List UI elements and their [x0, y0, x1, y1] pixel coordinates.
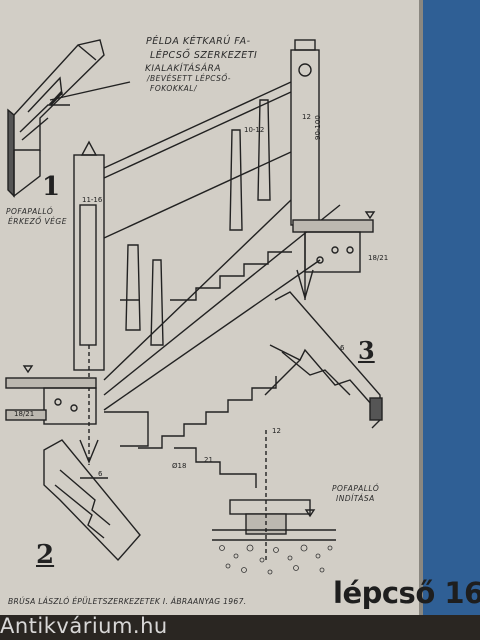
gravel-fill: [219, 544, 333, 575]
brand-title: lépcső 16: [333, 576, 480, 610]
blue-tab: [422, 0, 480, 615]
title-line-3: KIALAKÍTÁSÁRA: [145, 64, 222, 74]
dimension-18-21-left: 18/21: [14, 410, 35, 418]
title-line-2: LÉPCSŐ SZERKEZETI: [150, 50, 258, 61]
dimension-phi18: Ø18: [172, 462, 187, 470]
detail-number-3: 3: [358, 336, 375, 365]
detail-number-1: 1: [42, 172, 61, 202]
dimension-12-top: 12: [302, 113, 311, 121]
dimension-6-left: 6: [98, 470, 103, 478]
detail-2-drawing: [43, 439, 141, 562]
detail-1-drawing: [7, 39, 131, 198]
detail-3-caption-line-2: INDÍTÁSA: [336, 494, 375, 503]
paper-sheet: [0, 0, 422, 615]
main-elevation: [5, 39, 376, 465]
dimension-21: 21: [204, 456, 213, 464]
credit-line: BRÚSA LÁSZLÓ ÉPÜLETSZERKEZETEK I. ÁBRAAN…: [8, 597, 247, 606]
detail-3-caption-line-1: POFAPALLÓ: [332, 484, 380, 493]
title-line-4: /BEVÉSETT LÉPCSŐ-: [147, 74, 232, 83]
detail-1-caption-line-1: POFAPALLÓ: [6, 207, 54, 216]
foundation-section: [174, 430, 336, 560]
watermark-text: Antikvárium.hu: [0, 614, 168, 638]
dimension-18-21-right: 18/21: [368, 254, 389, 262]
detail-3-drawing: [264, 291, 383, 429]
dimension-11-16: 11-16: [82, 196, 103, 204]
title-line-5: FOKOKKAL/: [150, 84, 198, 93]
dimension-90-100: 90-100: [314, 115, 322, 140]
dimension-10-12: 10-12: [244, 126, 265, 134]
dimension-6-right: 6: [340, 344, 345, 352]
dimension-12-bottom: 12: [272, 427, 281, 435]
detail-1-caption-line-2: ÉRKEZŐ VÉGE: [8, 217, 67, 226]
title-line-1: PÉLDA KÉTKARÚ FA-: [146, 36, 251, 47]
detail-number-2: 2: [36, 540, 55, 570]
